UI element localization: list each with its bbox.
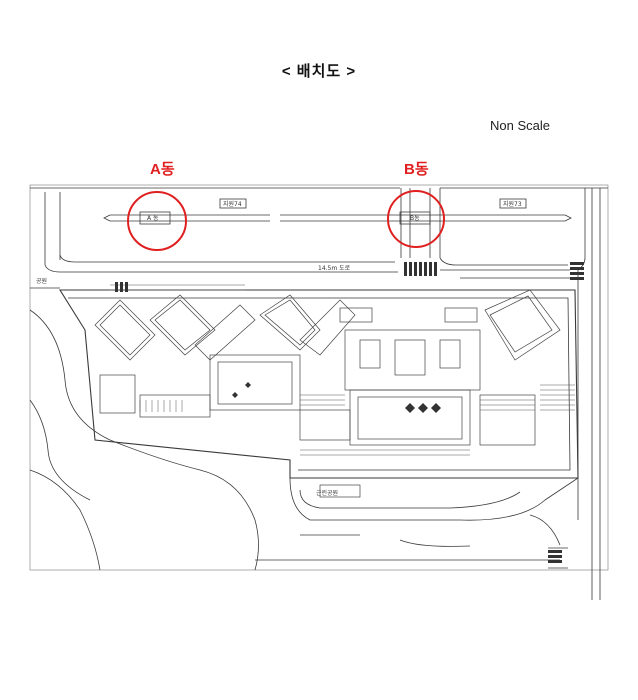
building-b-marker-circle (387, 190, 445, 248)
page-title: < 배치도 > (281, 63, 357, 80)
road-a-tag: A 동 (147, 215, 159, 222)
scale-note: Non Scale (490, 118, 550, 133)
building-a-label: A동 (150, 161, 175, 178)
main-road-label: 14.5m 도로 (318, 265, 351, 272)
road-b-tag: B동 (410, 215, 420, 222)
park-left-label: 공원 (36, 277, 47, 285)
road-73-label: 지원73 (503, 200, 522, 208)
neighborhood-park-label: 근린공원 (316, 489, 338, 497)
building-b-label: B동 (404, 161, 429, 178)
building-a-marker-circle (127, 191, 187, 251)
road-74-label: 지원74 (223, 200, 242, 208)
